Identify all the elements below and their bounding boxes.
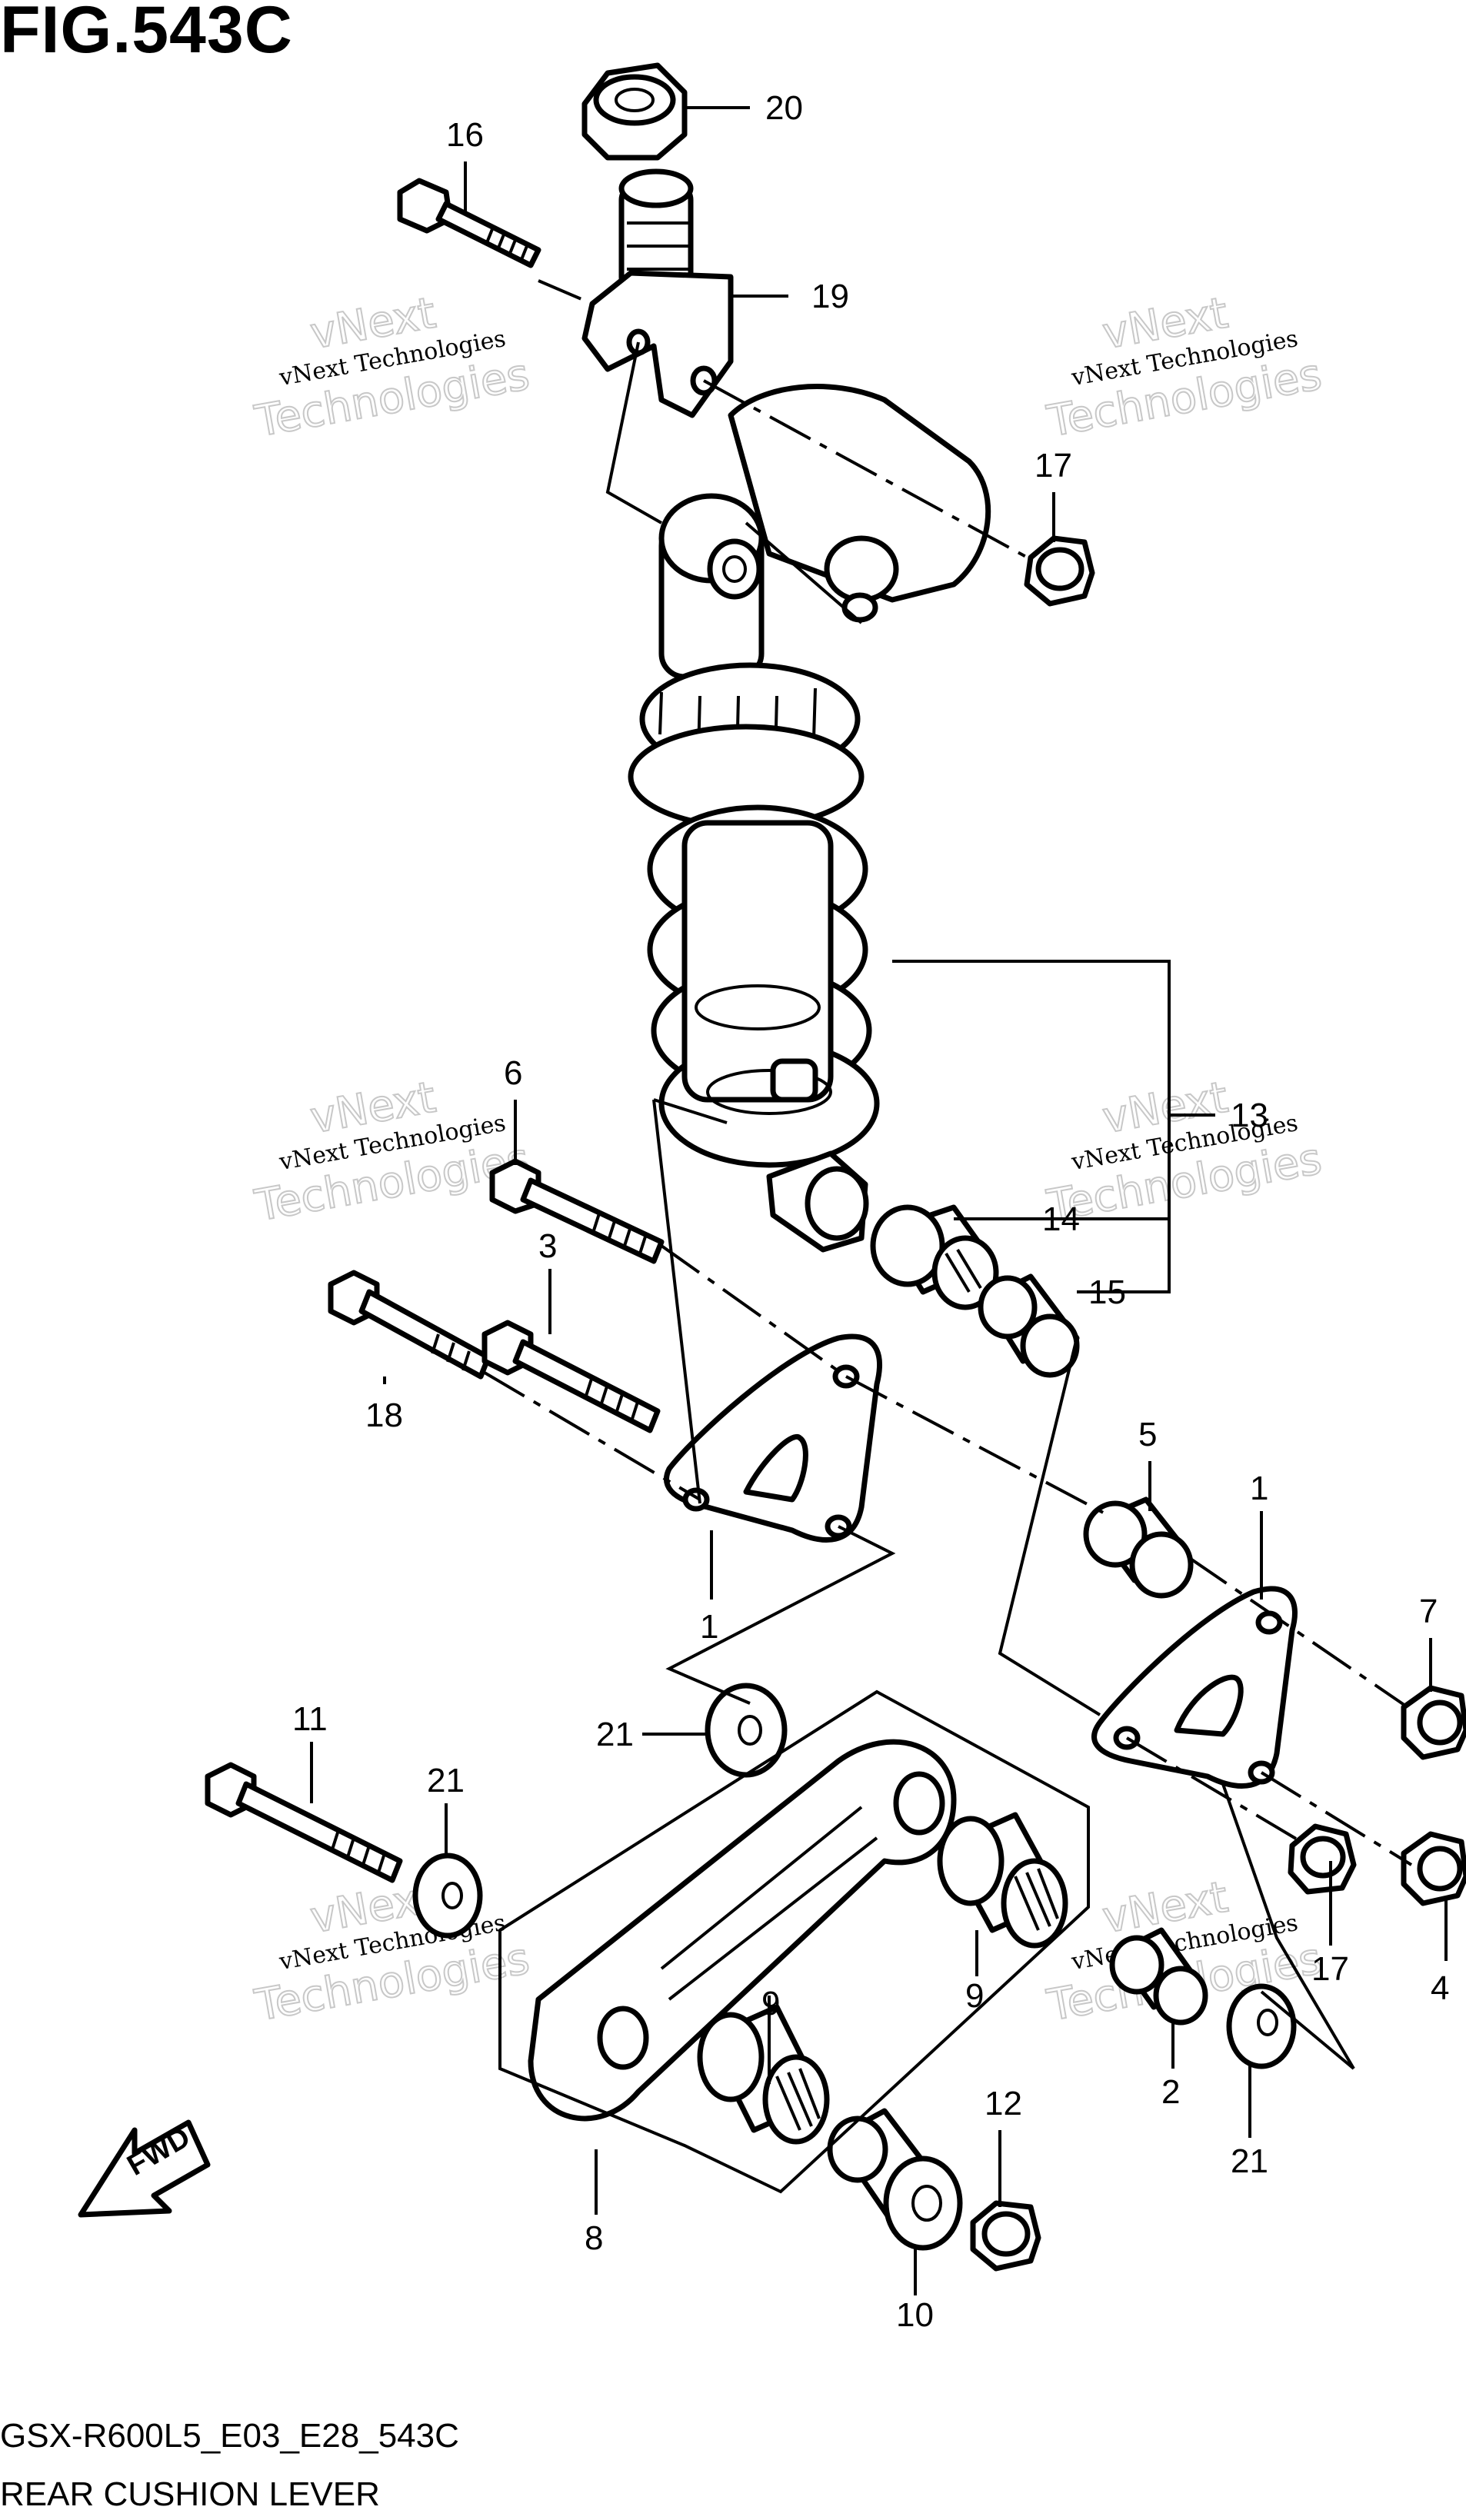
callout-6: 6 [504,1054,522,1092]
part-21-washer-b [412,1853,483,1939]
part-21-washer-c [1226,1983,1297,2069]
callout-15: 15 [1088,1273,1126,1311]
part-1-plate-left [664,1333,882,1543]
part-4-nut [1401,1831,1466,1906]
callout-18: 18 [365,1396,403,1434]
callout-16: 16 [446,116,484,154]
part-2-collar [1109,1927,1208,2026]
grouping-lines [605,341,1355,2070]
part-15-bushing [978,1273,1080,1378]
callout-17-top: 17 [1035,447,1072,484]
part-8-group-outline [498,1689,1090,2194]
callout-21-a: 21 [596,1716,634,1753]
part-3-bolt [481,1320,661,1433]
part-21-washer-a [705,1683,788,1778]
fwd-arrow-icon: FWD [78,2119,211,2218]
callout-8: 8 [585,2219,603,2257]
callout-5: 5 [1138,1416,1157,1453]
callout-9-right: 9 [965,1977,984,2015]
part-9-bearing-a [937,1812,1068,1949]
callout-20: 20 [765,89,803,127]
callout-4: 4 [1431,1969,1449,2007]
part-5-collar [1083,1496,1194,1599]
part-19-clevis [581,168,734,418]
figure-title: FIG.543C [0,0,293,67]
callout-9-left: 9 [761,1985,780,2022]
callout-7: 7 [1419,1593,1438,1630]
part-10-sleeve [827,2108,963,2251]
part-20-nut [581,62,688,161]
callout-1-left: 1 [700,1608,718,1646]
callout-2: 2 [1161,2073,1180,2111]
callout-13: 13 [1231,1097,1268,1134]
callout-17-lower: 17 [1311,1950,1349,1988]
callout-10: 10 [896,2296,934,2334]
part-17-nut-top [1024,535,1095,607]
part-18-bolt [328,1270,491,1380]
part-8-lever [528,1739,957,2122]
alignment-lines [483,279,1413,1866]
callout-12: 12 [985,2085,1022,2122]
shock-absorber [628,384,991,1253]
part-7-nut [1401,1685,1466,1760]
figure-code: GSX-R600L5_E03_E28_543C [0,2417,459,2455]
part-11-bolt [205,1762,403,1883]
callout-3: 3 [538,1227,557,1265]
callout-labels: 20 16 19 17 6 13 14 15 3 18 5 1 1 7 21 1… [292,89,1449,2334]
part-12-nut [970,2200,1041,2272]
part-16-bolt [397,178,541,268]
callout-11: 11 [292,1700,328,1738]
part-9-bearing-b [697,2004,830,2145]
callout-21-b: 21 [427,1762,465,1799]
callout-1-right: 1 [1250,1470,1268,1507]
part-17-nut-lower [1288,1823,1357,1895]
callout-leaders [310,106,1448,2295]
callout-14: 14 [1042,1200,1080,1238]
part-1-plate-right [1091,1586,1298,1789]
part-6-bolt [489,1158,665,1264]
figure-caption: REAR CUSHION LEVER [0,2475,380,2513]
callout-19: 19 [811,278,849,315]
callout-21-c: 21 [1231,2142,1268,2180]
part-14-bushing [870,1204,999,1310]
